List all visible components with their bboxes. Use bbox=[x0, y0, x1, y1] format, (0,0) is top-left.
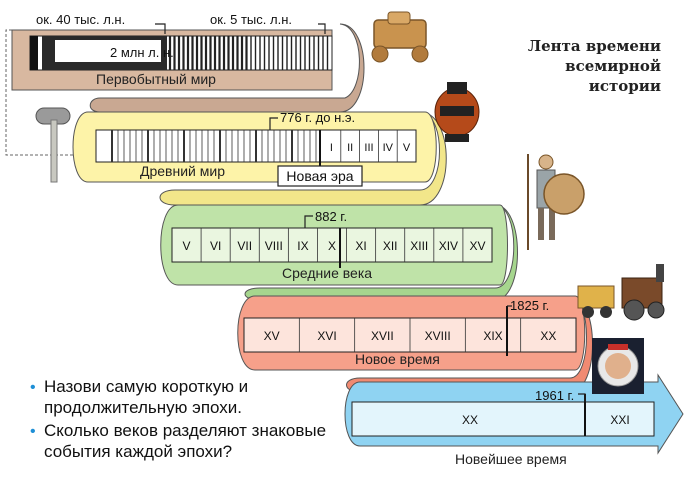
title-line-2: всемирной bbox=[565, 57, 661, 75]
century-label: XVI bbox=[317, 329, 336, 343]
title-line-1: Лента времени bbox=[527, 37, 661, 55]
century-label: V bbox=[403, 142, 411, 154]
century-label: II bbox=[347, 142, 353, 154]
century-label: VIII bbox=[265, 239, 283, 253]
era-name-newest: Новейшее время bbox=[455, 451, 567, 467]
question-text: Сколько веков разделяют знаковые события… bbox=[44, 421, 327, 461]
century-label: XVII bbox=[371, 329, 394, 343]
century-label: IX bbox=[297, 239, 308, 253]
era-name-ancient: Древний мир bbox=[140, 163, 225, 179]
bullet-icon: • bbox=[30, 423, 36, 440]
new-era-label: Новая эра bbox=[286, 168, 353, 184]
century-label: XV bbox=[264, 329, 280, 343]
marker-5k: ок. 5 тыс. л.н. bbox=[210, 12, 292, 27]
century-label: III bbox=[364, 142, 373, 154]
warrior-icon bbox=[527, 154, 585, 250]
marker-776: 776 г. до н.э. bbox=[280, 110, 355, 125]
century-label: IV bbox=[383, 142, 394, 154]
question-item: • Назови самую короткую и продолжительну… bbox=[30, 376, 360, 418]
century-label: X bbox=[328, 239, 336, 253]
hammer-icon bbox=[35, 107, 71, 183]
century-label: XII bbox=[383, 239, 398, 253]
era-name-modern: Новое время bbox=[355, 351, 440, 367]
century-label: XX bbox=[540, 329, 556, 343]
ribbon-ancient bbox=[72, 111, 447, 206]
connector-line bbox=[5, 29, 88, 156]
question-text: Назови самую короткую и продолжительную … bbox=[44, 377, 249, 417]
century-label: V bbox=[183, 239, 191, 253]
marker-40k: ок. 40 тыс. л.н. bbox=[36, 12, 125, 27]
locomotive-icon bbox=[577, 264, 665, 321]
marker-1825: 1825 г. bbox=[510, 298, 549, 313]
ribbon-newest bbox=[344, 373, 684, 455]
century-label: XVIII bbox=[425, 329, 451, 343]
century-label: XIII bbox=[410, 239, 428, 253]
marker-1961: 1961 г. bbox=[535, 388, 574, 403]
ribbon-middle bbox=[160, 204, 518, 301]
century-label: XI bbox=[355, 239, 366, 253]
century-label: I bbox=[330, 142, 333, 154]
ribbon-primitive bbox=[11, 23, 365, 113]
century-label: VII bbox=[237, 239, 252, 253]
century-label: XV bbox=[469, 239, 485, 253]
era-name-middle: Средние века bbox=[282, 265, 372, 281]
astronaut-icon bbox=[592, 338, 644, 394]
bullet-icon: • bbox=[30, 379, 36, 396]
century-label: XXI bbox=[610, 413, 629, 427]
diagram-title: Лента времени всемирной истории bbox=[471, 36, 661, 96]
new-era-box bbox=[277, 165, 363, 187]
century-label: VI bbox=[210, 239, 221, 253]
cart-icon bbox=[371, 11, 429, 63]
questions-list: • Назови самую короткую и продолжительну… bbox=[30, 376, 360, 464]
vase-icon bbox=[434, 82, 480, 142]
era-name-primitive: Первобытный мир bbox=[96, 71, 216, 87]
century-label: XIX bbox=[483, 329, 502, 343]
century-label: XX bbox=[462, 413, 478, 427]
question-item: • Сколько веков разделяют знаковые событ… bbox=[30, 420, 360, 462]
marker-2mln: 2 млн л. н. bbox=[110, 45, 174, 60]
title-line-3: истории bbox=[588, 77, 661, 95]
century-label: XIV bbox=[439, 239, 458, 253]
marker-882: 882 г. bbox=[315, 209, 347, 224]
